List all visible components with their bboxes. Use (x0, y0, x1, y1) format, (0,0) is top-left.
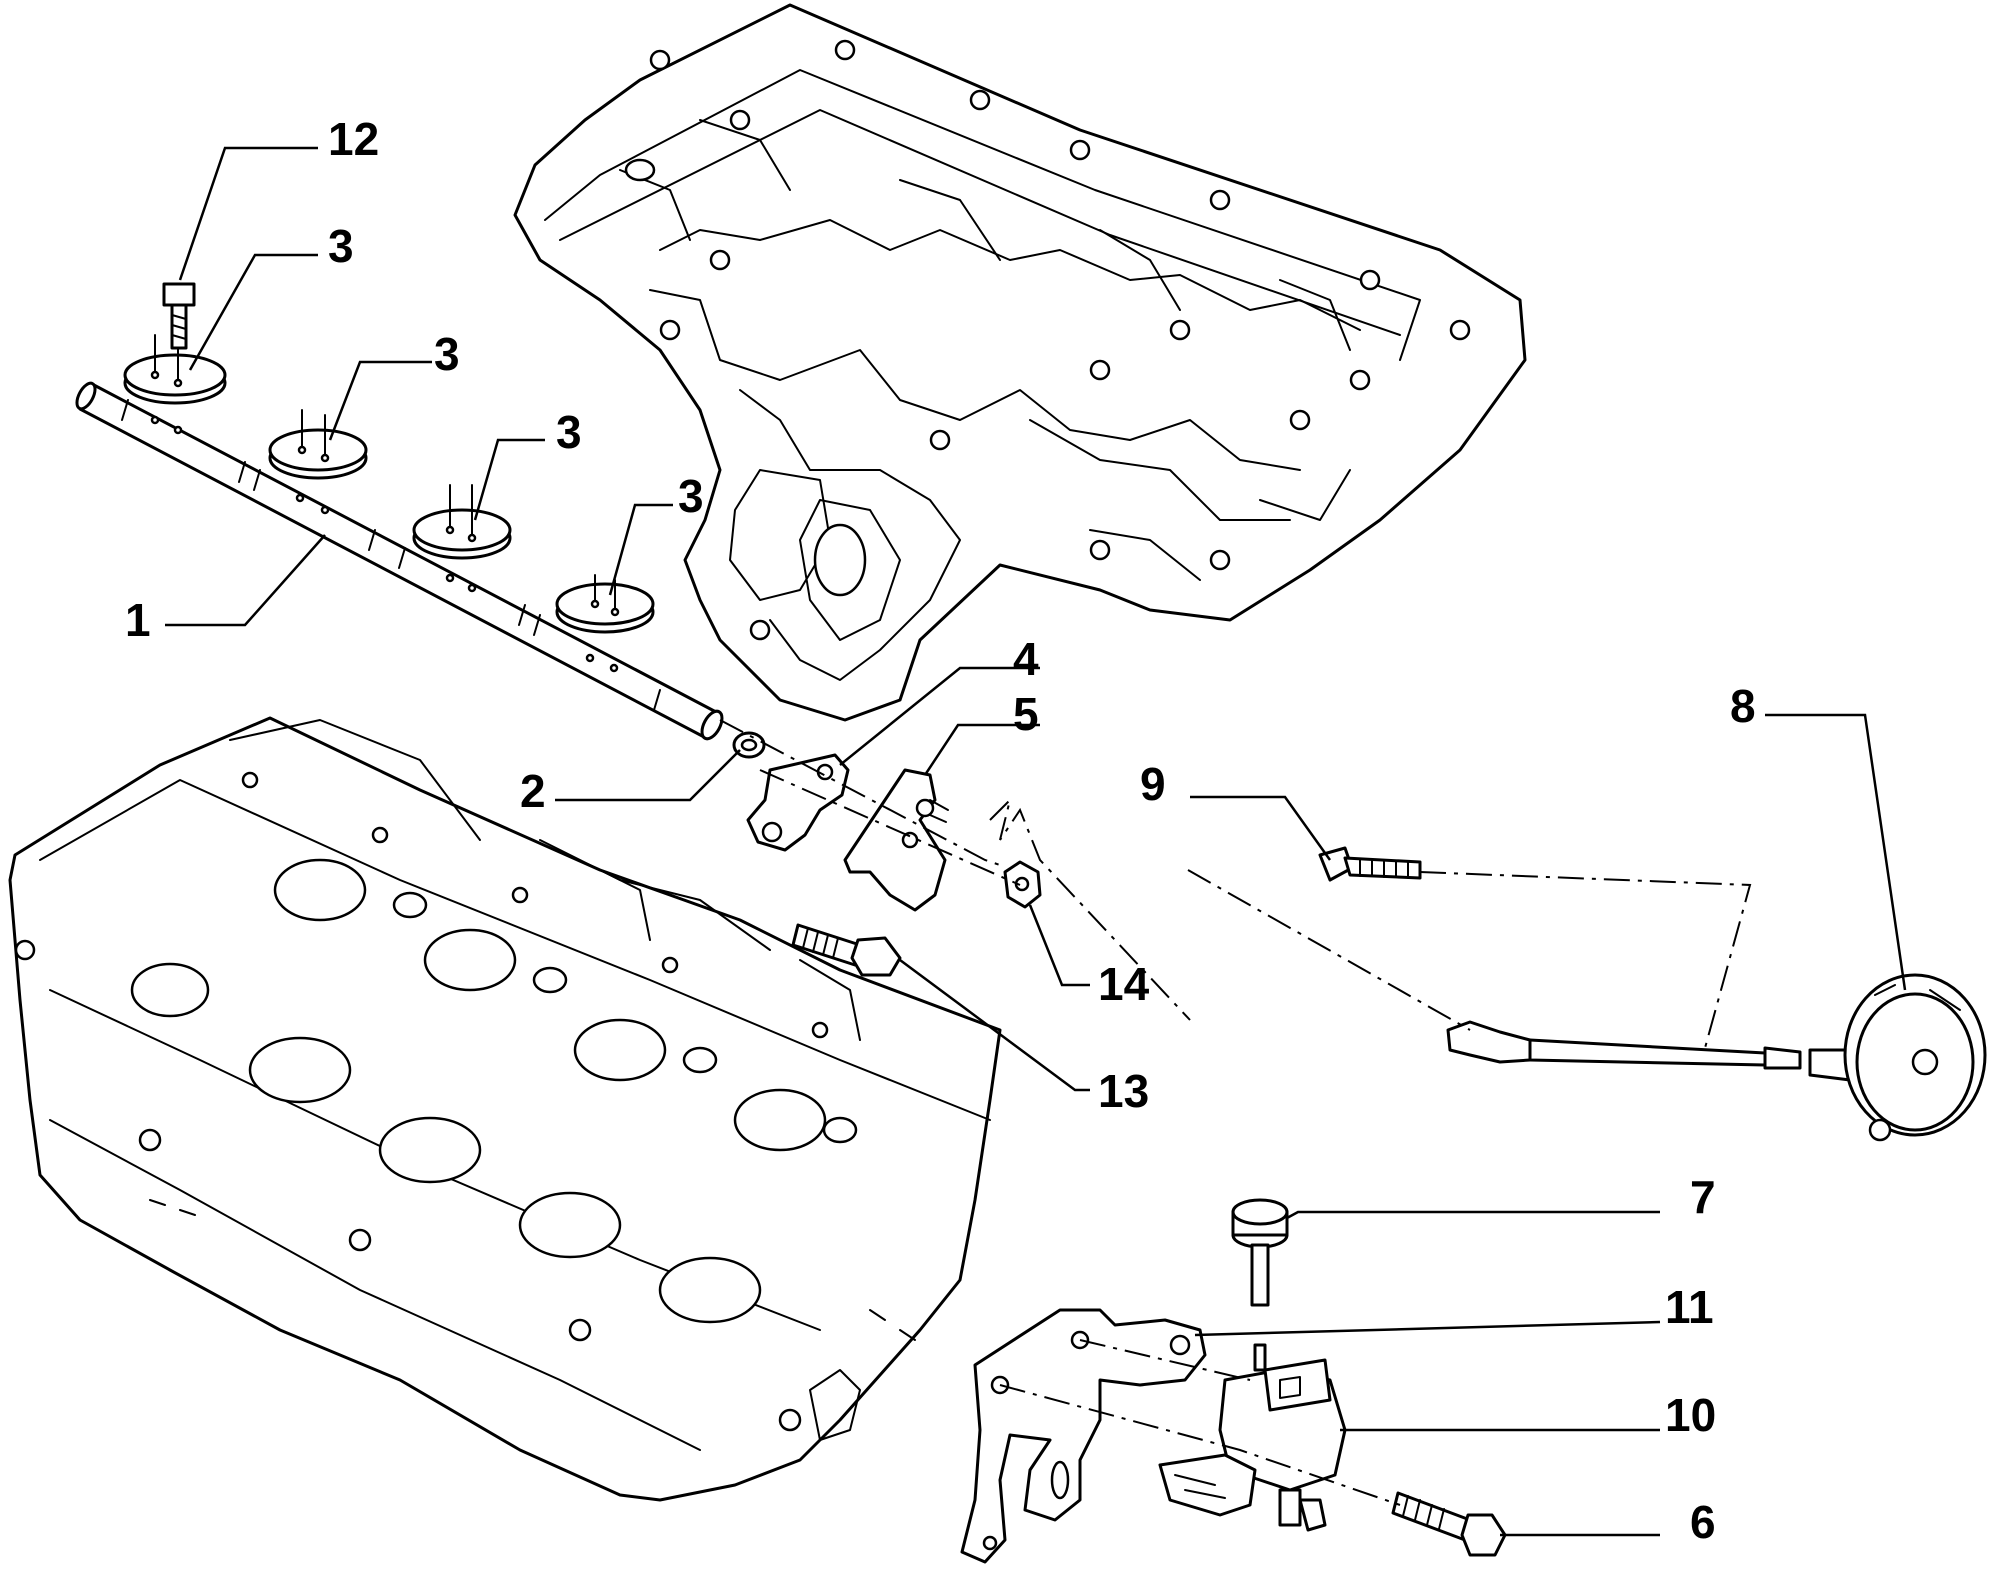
bracket-part-5 (843, 768, 949, 912)
callout-1: 1 (125, 594, 151, 646)
callout-13: 13 (1098, 1065, 1149, 1117)
callout-12: 12 (328, 113, 379, 165)
leader-3c (473, 438, 545, 521)
callout-3a: 3 (328, 220, 354, 272)
leader-3b (328, 360, 432, 441)
callout-10: 10 (1665, 1389, 1716, 1441)
callout-3c: 3 (556, 406, 582, 458)
shaft-part-1 (75, 381, 724, 741)
assembly-centerlines (719, 719, 1752, 1506)
leader-11 (1194, 1320, 1661, 1337)
callout-5: 5 (1013, 688, 1039, 740)
disc-part-3c (412, 484, 512, 560)
solenoid-valve-part-10 (1158, 1343, 1347, 1532)
leader-3d (608, 503, 673, 596)
leader-12 (178, 146, 318, 281)
bolt-part-13 (791, 923, 902, 977)
leader-lines (165, 146, 1907, 1537)
washer-part-2 (732, 731, 766, 759)
lever-part-4 (746, 753, 850, 852)
cylinder-head-drawing (8, 716, 1002, 1502)
disc-part-3d (555, 574, 655, 634)
intake-manifold-drawing (513, 3, 1527, 722)
disc-part-3a (123, 334, 227, 405)
bolt-part-6 (1391, 1491, 1507, 1557)
callout-4: 4 (1013, 633, 1039, 685)
callout-6: 6 (1690, 1496, 1716, 1548)
leader-9 (1190, 795, 1332, 861)
callout-9: 9 (1140, 758, 1166, 810)
callout-14: 14 (1098, 958, 1150, 1010)
callout-3b: 3 (434, 328, 460, 380)
nut-part-14 (1003, 860, 1042, 909)
leader-2 (555, 749, 741, 802)
actuator-part-8 (1446, 973, 1987, 1142)
screw-part-12 (162, 282, 196, 350)
callout-11: 11 (1665, 1281, 1714, 1333)
leader-3a (188, 253, 318, 371)
mounting-bracket-part-11 (960, 1308, 1207, 1564)
disc-part-3b (268, 409, 368, 480)
callout-8: 8 (1730, 680, 1756, 732)
screw-part-9 (1318, 846, 1422, 882)
callout-7: 7 (1690, 1171, 1716, 1223)
leader-4 (839, 666, 1040, 766)
leader-14 (1028, 904, 1090, 987)
leader-7 (1286, 1210, 1660, 1220)
cap-part-7 (1231, 1198, 1289, 1307)
callout-2: 2 (520, 765, 546, 817)
leader-8 (1765, 713, 1907, 991)
callout-labels: 12 3 3 3 3 1 2 4 5 13 14 9 8 7 11 10 6 (125, 113, 1756, 1548)
leader-5 (923, 723, 1040, 776)
leader-1 (165, 534, 326, 627)
leader-13 (899, 958, 1090, 1092)
callout-3d: 3 (678, 470, 704, 522)
